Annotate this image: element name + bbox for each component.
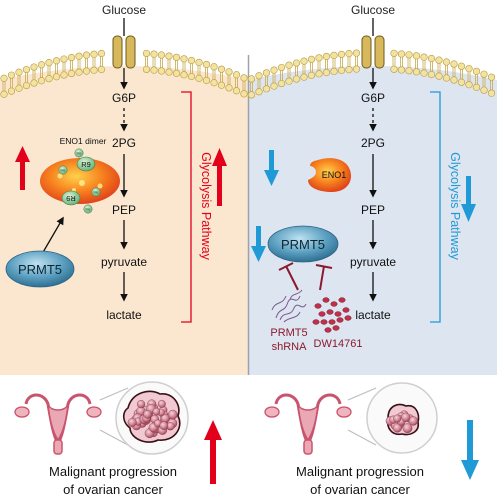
metabolite-g6p: G6P [112, 91, 136, 105]
pathway-down-arrow-icon [461, 176, 476, 222]
pathway-up-arrow-icon [212, 148, 227, 206]
eno1-dimer-label: ENO1 dimer [60, 136, 107, 146]
prmt5-left-icon [5, 250, 75, 288]
me-label-4: Me [86, 208, 91, 212]
metabolite-pep: PEP [112, 203, 136, 217]
outcome-down-arrow-icon [461, 420, 479, 480]
shrna-label-line2: shRNA [272, 341, 308, 353]
prmt5-left-label: PRMT5 [18, 262, 62, 277]
pathway-bracket-right [430, 91, 441, 323]
eno1-down-arrow-icon [264, 150, 279, 186]
shrna-label-line1: PRMT5 [270, 327, 307, 339]
eno1-up-arrow-icon [15, 146, 30, 190]
pathway-label-left: Glycolysis Pathway [199, 152, 213, 260]
r9-top-label: R9 [81, 160, 91, 169]
prmt5-right-label: PRMT5 [281, 237, 325, 252]
right-panel: Glucose G6P 2PG PEP pyruvate lactate Gly… [251, 3, 479, 497]
pathway-bracket-left [181, 91, 192, 323]
metabolite-2pg: 2PG [112, 136, 136, 150]
metabolite-pyruvate-right: pyruvate [350, 255, 396, 269]
r9-bottom-label: R9 [66, 194, 76, 203]
glucose-transporter-left-icon [112, 35, 136, 69]
glucose-label-left: Glucose [102, 3, 146, 17]
pathway-label-right: Glycolysis Pathway [448, 152, 462, 260]
outcome-right-line2: of ovarian cancer [310, 482, 410, 497]
metabolite-2pg-right: 2PG [361, 136, 385, 150]
eno1-monomer-icon [308, 158, 352, 192]
prmt5-right-icon [267, 225, 339, 263]
me-label-1: Me [77, 152, 82, 156]
outcome-left-line1: Malignant progression [49, 464, 177, 479]
metabolite-lactate-right: lactate [355, 308, 391, 322]
left-panel: Glucose G6P 2PG PEP pyruvate lactate Gly… [5, 3, 227, 497]
outcome-up-arrow-icon [204, 420, 222, 484]
metabolite-g6p-right: G6P [361, 91, 385, 105]
tumor-right-icon [347, 382, 438, 454]
drug-inhibition-icon [315, 264, 333, 291]
glucose-label-right: Glucose [351, 3, 395, 17]
tumor-left-icon [99, 381, 189, 455]
me-label-2: Me [61, 169, 66, 173]
outcome-left-line2: of ovarian cancer [63, 482, 163, 497]
me-label-3: Me [94, 191, 99, 195]
dw14761-label: DW14761 [314, 338, 363, 350]
uterus-left-icon [14, 393, 102, 455]
metabolite-pep-right: PEP [361, 203, 385, 217]
cell-membrane [0, 49, 496, 99]
dw14761-molecules-icon [312, 297, 352, 333]
arrow-prmt5-eno1 [41, 216, 64, 255]
shrna-squiggle-icon [271, 289, 307, 323]
metabolite-pyruvate: pyruvate [101, 255, 147, 269]
eno1-label: ENO1 [322, 170, 347, 180]
uterus-right-icon [264, 393, 352, 455]
eno1-dimer-icon [40, 148, 120, 214]
glucose-transporter-right-icon [361, 35, 385, 69]
outcome-right-line1: Malignant progression [296, 464, 424, 479]
prmt5-down-arrow-icon [251, 226, 266, 262]
shrna-inhibition-icon [278, 262, 299, 291]
metabolite-lactate: lactate [106, 308, 142, 322]
